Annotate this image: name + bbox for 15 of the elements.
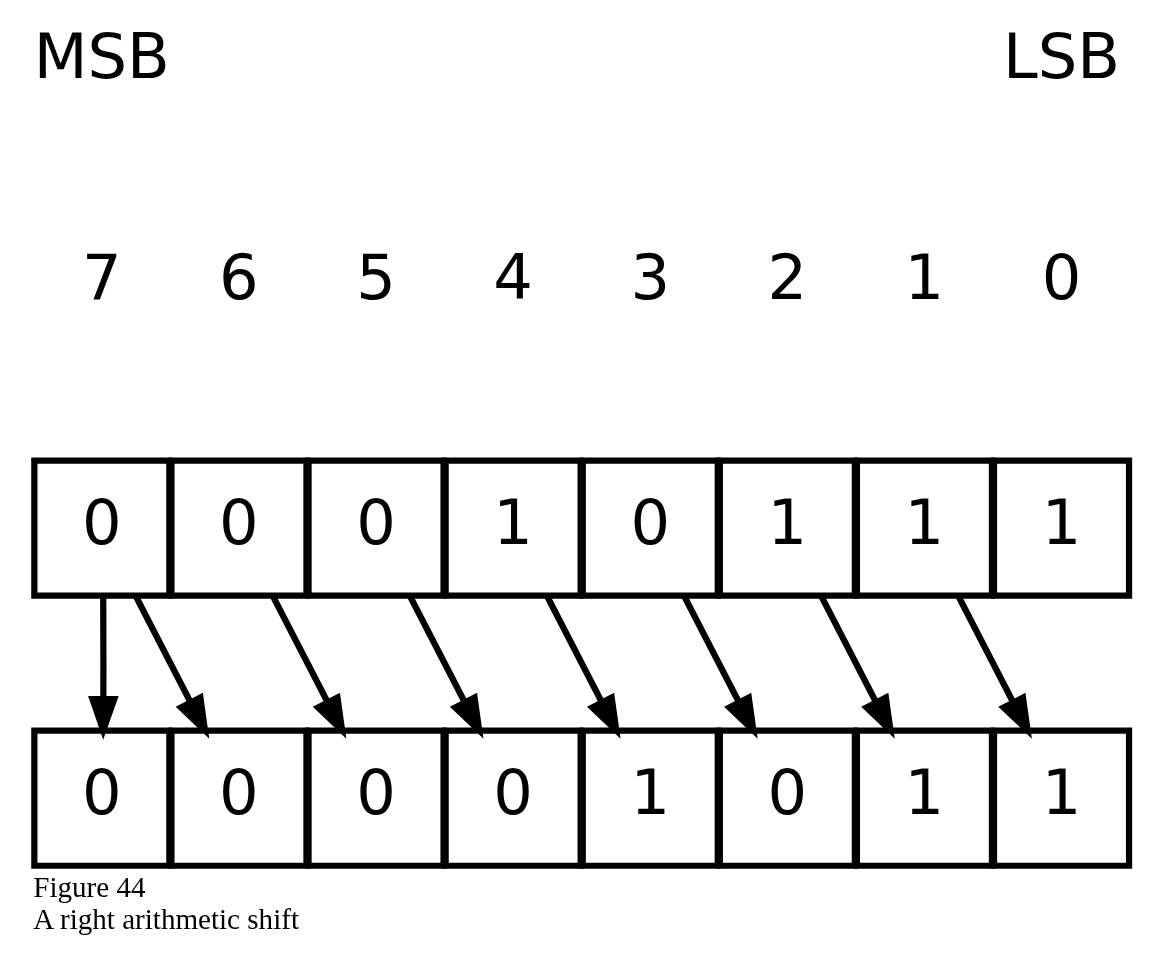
- node-box: 1: [990, 727, 1133, 869]
- label: 1: [904, 240, 945, 314]
- arrow: [88, 596, 119, 740]
- label: 0: [1041, 240, 1082, 314]
- node-box: 1: [990, 457, 1133, 599]
- diagram-title: Figure 44: [33, 871, 146, 904]
- label: 7: [82, 240, 122, 314]
- label: 6: [219, 240, 259, 314]
- label: LSB: [1003, 20, 1121, 94]
- label: 5: [356, 240, 396, 314]
- caption: A right arithmetic shift: [33, 902, 299, 935]
- label: MSB: [33, 20, 170, 94]
- label: 2: [767, 240, 808, 314]
- label: 4: [493, 240, 533, 314]
- label: 3: [630, 240, 671, 314]
